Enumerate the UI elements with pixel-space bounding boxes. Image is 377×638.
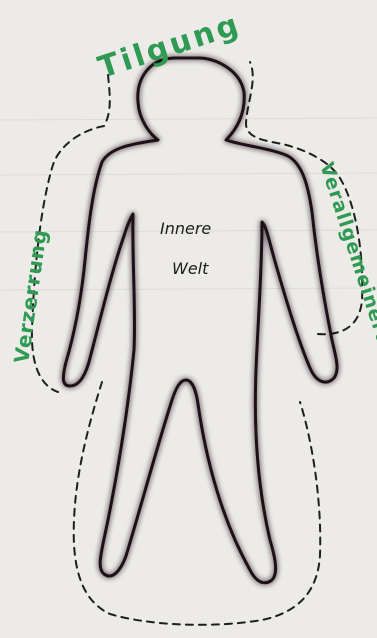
center-label-line1: Innere bbox=[160, 219, 211, 238]
center-label-line2: Welt bbox=[172, 259, 209, 278]
